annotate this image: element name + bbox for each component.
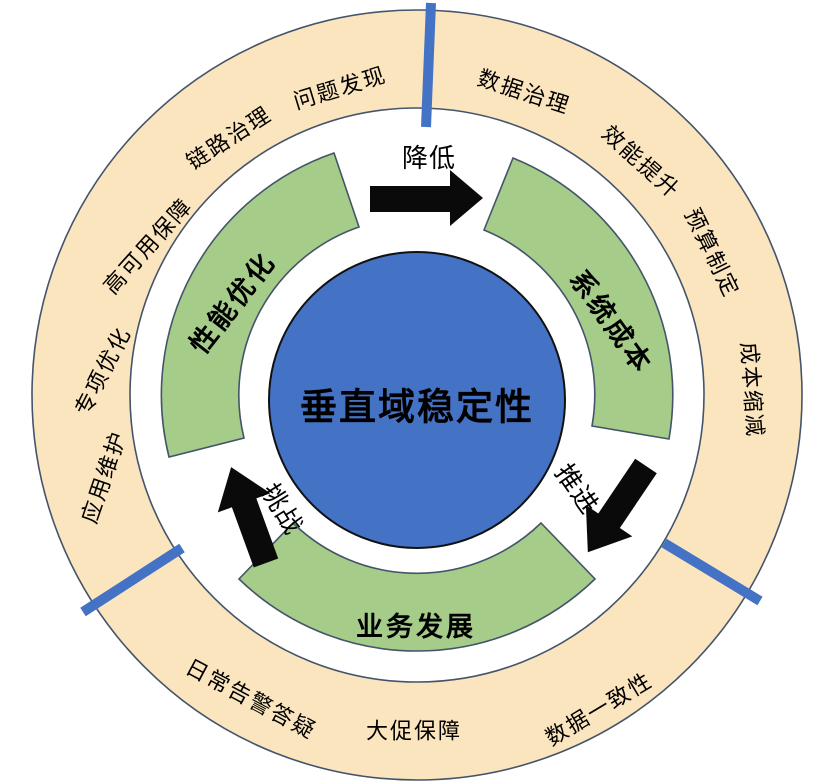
reduce-arrow-label: 降低 xyxy=(402,143,456,173)
segment-system-cost xyxy=(482,156,674,440)
segment-performance xyxy=(160,151,361,458)
segment-label-business-growth: 业务发展 xyxy=(356,611,476,642)
challenge-arrow-icon xyxy=(217,467,279,568)
segment-business-growth xyxy=(237,521,597,652)
reduce-arrow-icon xyxy=(370,170,483,226)
divider-lower-left xyxy=(80,543,185,617)
center-circle xyxy=(268,251,566,549)
divider-top xyxy=(421,2,436,128)
advance-arrow-icon xyxy=(585,458,657,553)
outer-label-promo-assurance: 大促保障 xyxy=(366,719,462,744)
center-title: 垂直域稳定性 xyxy=(300,387,534,428)
divider-lower-right xyxy=(661,538,763,606)
